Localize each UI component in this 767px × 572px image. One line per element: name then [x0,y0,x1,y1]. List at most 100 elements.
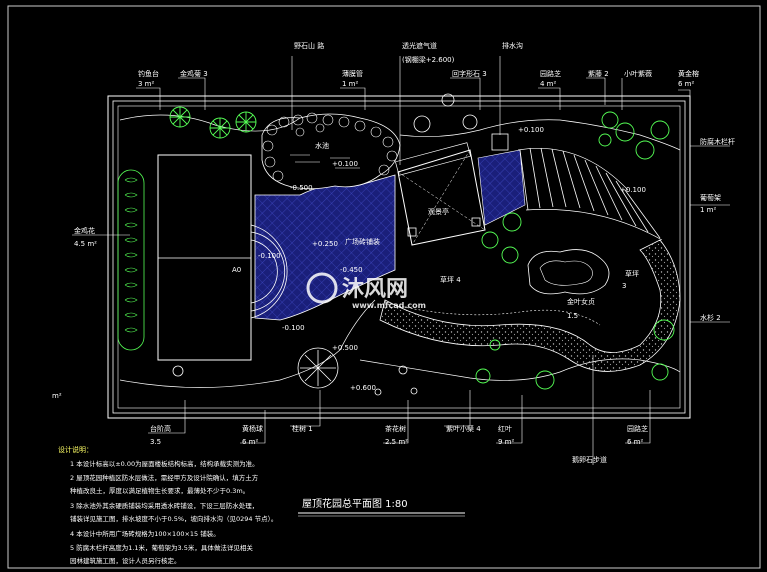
gravel-inner-edge [394,304,601,326]
label-skylight-sub: (钢棚梁+2.600) [402,55,455,64]
pool-water-lines [290,154,360,169]
label-osmanthus: 桂树 1 [292,424,313,433]
label-garden-path-bottom-area: 6 m² [627,438,643,446]
label-boxwood-area: 6 m² [242,438,258,446]
design-notes: 设计说明： 1 本设计标高以±0.00为屋面楼板结构标高，结构承载实测为准。 2… [58,445,277,565]
leader-lines [72,56,730,465]
grape-trellis [519,147,661,239]
left-labels: 金鸡花 4.5 m² m² [52,226,97,400]
path-curve-top-right [399,119,681,151]
site-boundary-mid [112,100,686,414]
tree-osmanthus-3 [501,246,519,264]
bamboo-strip [117,169,145,351]
notes-title: 设计说明： [58,445,93,454]
pavilion [397,149,486,246]
label-fence: 防腐木栏杆 [700,137,735,146]
tree-crape-4 [650,120,670,140]
tree-osmanthus-2 [481,231,499,249]
tree-small-4 [410,387,418,395]
note-line-7: 5 防腐木栏杆高度为1.1米，葡萄架为3.5米，具体做法详见相关 [70,543,253,552]
label-film-tube: 薄膜管 [342,69,363,78]
label-grass: 草坪 [625,269,639,278]
drain-box [491,133,509,151]
tree-small-1 [172,365,184,377]
tennis-court [157,154,252,361]
label-garden-path-bottom: 园路芝 [627,424,648,433]
trellis-arc-1 [517,147,629,191]
elev-6: -0.100 [258,252,281,260]
elev-4: -0.450 [340,266,363,274]
label-stone-path: 野石山 路 [294,41,324,50]
arc-steps-2 [250,231,286,312]
tree-small-2 [398,365,408,375]
tree-rock-3 [413,115,431,133]
pavilion-diag-2 [411,149,471,246]
label-tennis: A0 [232,266,241,274]
label-fishing-deck: 钓鱼台 [138,69,159,78]
elev-9: +0.600 [350,384,376,392]
label-steps-value: 3.5 [150,438,161,446]
watermark-sub: www.mfcad.com [352,301,426,310]
tree-fir-1 [653,319,675,341]
label-red-leaf: 红叶 [498,424,512,433]
tree-crape-5 [598,133,612,147]
tree-palm-1 [169,106,191,128]
watermark: 沐风网 www.mfcad.com [306,272,426,310]
path-curve-bottom-left [119,349,341,388]
label-steps: 台阶高 [150,424,171,433]
elev-3: +0.100 [620,186,646,194]
label-barberry: 紫叶小檗 4 [446,424,481,433]
label-pavilion: 观景亭 [428,207,449,216]
label-coreopsis: 金鸡菊 3 [180,69,208,78]
label-boxwood: 黄杨球 [242,424,263,433]
label-ficus: 黄金榕 [678,69,699,78]
tree-crape-3 [635,140,655,160]
label-red-leaf-area: 9 m² [498,438,514,446]
watermark-main: 沐风网 [342,277,408,302]
white-trees [172,93,478,396]
elev-5: +0.250 [312,240,338,248]
right-labels: 防腐木栏杆 葡萄架 1 m² 水杉 2 [700,137,735,322]
elev-10: +0.100 [332,160,358,168]
tree-crape-2 [615,122,635,142]
tree-camellia-2 [535,370,555,390]
label-grape-trellis-area: 1 m² [700,206,716,214]
watermark-logo-icon [306,272,338,304]
note-line-4: 3 除水池外其余硬质铺装均采用透水砖铺设，下设三层防水处理， [70,501,258,510]
trellis-arc-2 [525,209,663,241]
pavilion-column-2 [471,217,481,227]
tree-rock-1 [441,93,455,107]
label-shrub: 金叶女贞 [567,297,595,306]
label-rock: 回字形石 3 [452,69,487,78]
green-trees [169,106,675,390]
label-fir: 水杉 2 [700,313,721,322]
path-curve-top-left [119,114,301,132]
note-line-8: 园林建筑施工图，设计人员另行核定。 [70,556,181,565]
tree-small-3 [374,388,382,396]
elev-1: -0.500 [290,184,313,192]
label-film-tube-area: 1 m² [342,80,358,88]
bottom-labels: 台阶高 3.5 黄杨球 6 m² 桂树 1 茶花树 2.5 m² 紫叶小檗 4 … [150,424,648,464]
label-garden-path: 园路芝 [540,69,561,78]
tree-fir-2 [651,363,669,381]
label-golden-flower-area: 4.5 m² [74,240,97,248]
label-fishing-deck-area: 3 m² [138,80,154,88]
pavilion-diag-1 [397,171,486,231]
path-curve-bottom-right [359,358,681,381]
rockery-pool [261,113,401,190]
tree-large-bottom [297,347,339,389]
pebble-path [379,239,681,372]
label-drain: 排水沟 [502,41,523,50]
label-skylight: 透光遮气道 [402,41,437,50]
label-crape-myrtle: 小叶紫薇 [624,69,652,78]
arc-steps-3 [250,239,278,304]
shrub-cluster-inner [539,260,593,286]
label-garden-path-area: 4 m² [540,80,556,88]
label-wisteria: 紫藤 2 [588,69,609,78]
tree-palm-2 [209,117,231,139]
note-line-6: 4 本设计中所用广场砖规格为100×100×15 铺装。 [70,529,220,538]
rockery-stones [262,112,398,182]
label-camellia: 茶花树 [385,424,406,433]
